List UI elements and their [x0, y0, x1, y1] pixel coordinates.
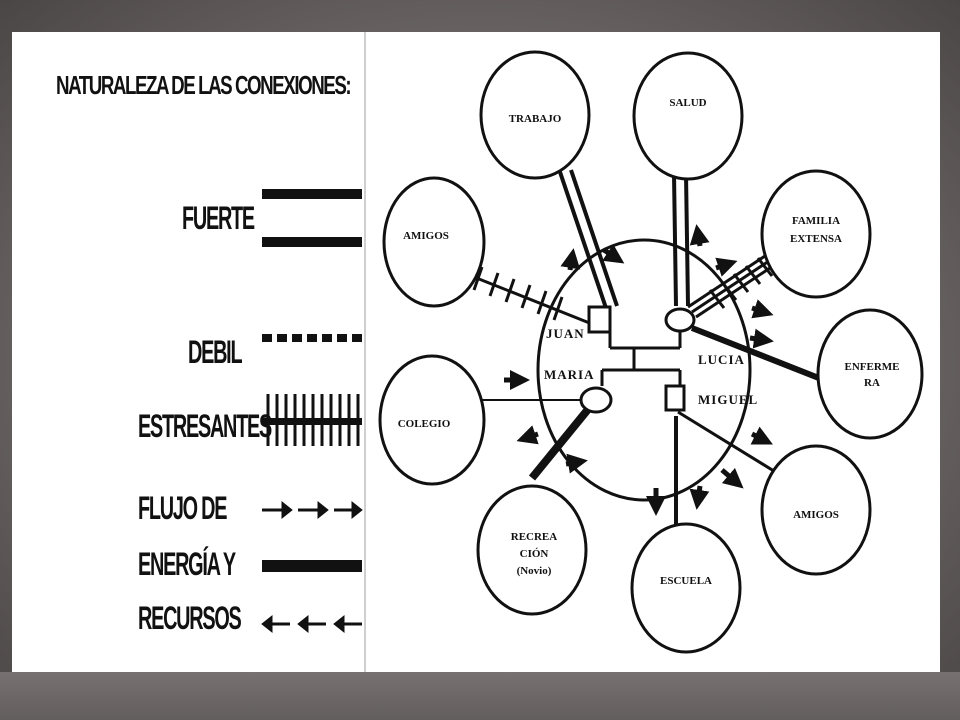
legend-label-flow-2: ENERGÍA Y: [138, 546, 236, 582]
node-colegio: [378, 354, 486, 486]
maria-symbol: [579, 386, 613, 414]
family-tree: [579, 305, 696, 414]
legend-symbol-flow-left: [261, 614, 362, 634]
label-familia-1: FAMILIA: [792, 215, 840, 227]
legend-label-stressful: ESTRESANTES: [138, 408, 272, 444]
label-lucia: LUCIA: [698, 352, 745, 367]
label-trabajo: TRABAJO: [509, 113, 562, 125]
connection-recreacion: [528, 399, 598, 481]
legend-label-flow-3: RECURSOS: [138, 600, 242, 636]
label-recreacion-3: (Novio): [517, 565, 552, 577]
legend-title: NATURALEZA DE LAS CONEXIONES:: [56, 70, 352, 100]
label-colegio: COLEGIO: [398, 418, 451, 430]
legend-symbol-resources: [262, 560, 362, 572]
legend-label-strong: FUERTE: [182, 200, 255, 236]
connection-amigos-left: [472, 266, 593, 326]
label-maria: MARIA: [544, 367, 595, 382]
label-amigos-left: AMIGOS: [403, 230, 449, 242]
ecomap-diagram: TRABAJO SALUD FAMILIA EXTENSA AMIGOS ENF…: [378, 50, 924, 654]
legend-label-weak: DEBIL: [188, 334, 243, 370]
node-recreacion: [476, 484, 588, 616]
label-escuela: ESCUELA: [660, 575, 712, 587]
label-juan: JUAN: [546, 326, 585, 341]
label-amigos-right: AMIGOS: [793, 509, 839, 521]
node-amigos-right: [760, 444, 872, 576]
connection-enfermera: [690, 325, 836, 387]
panel-divider: [364, 32, 366, 672]
flow-arrows: [504, 224, 774, 516]
systems: [378, 50, 924, 654]
label-enfermera-1: ENFERME: [845, 361, 900, 373]
label-recreacion-2: CIÓN: [520, 548, 549, 560]
legend-symbol-strong: [262, 189, 362, 247]
node-enfermera: [816, 308, 924, 440]
node-amigos-left: [382, 176, 486, 308]
miguel-symbol: [664, 384, 686, 412]
node-escuela: [630, 522, 742, 654]
label-miguel: MIGUEL: [698, 392, 758, 407]
label-enfermera-2: RA: [864, 377, 880, 389]
node-salud: [632, 51, 744, 181]
node-trabajo: [479, 50, 591, 180]
juan-symbol: [587, 305, 612, 334]
household-circle: [536, 238, 752, 502]
legend-symbol-flow-right: [262, 500, 363, 520]
connection-familia-extensa: [687, 252, 777, 319]
legend-symbol-stressful: [262, 394, 362, 446]
lucia-symbol: [664, 307, 696, 333]
label-familia-2: EXTENSA: [790, 233, 842, 245]
connection-amigos-right: [677, 410, 783, 478]
connection-trabajo: [558, 171, 608, 309]
slide-paper: NATURALEZA DE LAS CONEXIONES: FUERTE DEB…: [12, 32, 940, 672]
node-familia-extensa: [760, 169, 872, 299]
legend-symbols: [261, 189, 363, 634]
label-recreacion-1: RECREA: [511, 531, 558, 543]
label-salud: SALUD: [669, 97, 706, 109]
connection-salud: [672, 173, 678, 307]
connections: [472, 169, 836, 528]
legend-label-flow-1: FLUJO DE: [138, 490, 227, 526]
